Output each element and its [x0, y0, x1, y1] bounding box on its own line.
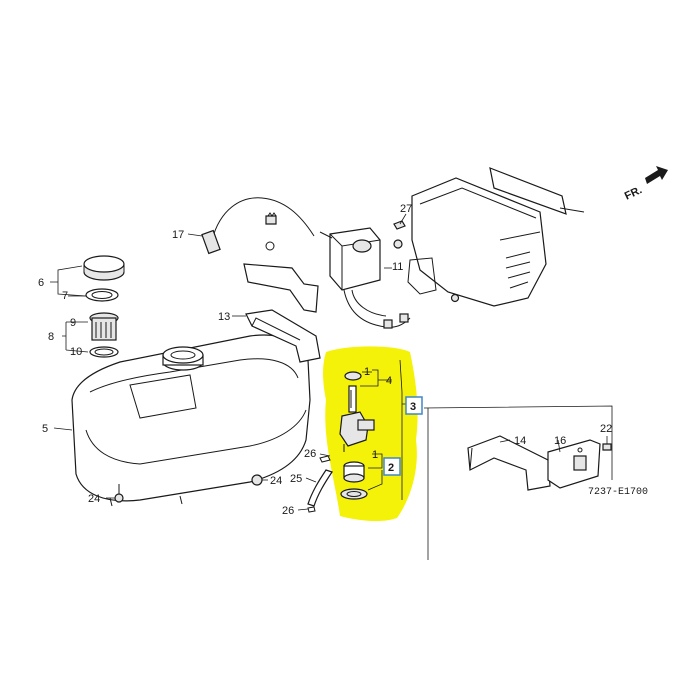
- label-8: 8: [48, 331, 54, 343]
- front-direction-arrow: [645, 166, 668, 184]
- label-1-top: 1: [364, 366, 370, 378]
- strainer-band: [89, 346, 119, 358]
- diagram-code: 7237-E1700: [588, 487, 648, 498]
- fan-cover: [407, 167, 585, 307]
- cap-gasket: [85, 288, 119, 302]
- callout-box-2: [383, 457, 401, 476]
- label-24-left: 24: [88, 493, 100, 505]
- label-13: 13: [218, 311, 230, 323]
- bracket-14: [467, 435, 551, 491]
- label-1-bottom: 1: [372, 449, 378, 461]
- ignition-coil: [319, 227, 411, 329]
- label-3: 3: [410, 401, 416, 413]
- fuel-tube: [307, 455, 333, 513]
- label-9: 9: [70, 317, 76, 329]
- label-27: 27: [400, 203, 412, 215]
- label-26-top: 26: [304, 448, 316, 460]
- direction-label: FR.: [623, 184, 644, 202]
- label-7: 7: [62, 290, 68, 302]
- leader-lines: [50, 213, 608, 511]
- label-24-right: 24: [270, 475, 282, 487]
- label-26-bottom: 26: [282, 505, 294, 517]
- label-6: 6: [38, 277, 44, 289]
- callout-box-3: [405, 396, 423, 415]
- bolt-27: [393, 220, 406, 249]
- tank-bracket: [245, 309, 321, 363]
- inset-divider: [423, 405, 613, 560]
- bracket-16: [547, 439, 601, 489]
- label-22: 22: [600, 423, 612, 435]
- fuel-valve-highlight: [323, 346, 418, 522]
- label-4: 4: [386, 375, 392, 387]
- bolt-misc: [450, 293, 460, 303]
- label-14: 14: [514, 435, 526, 447]
- coil-bracket: [243, 241, 319, 313]
- fuel-valve-assembly: [339, 371, 375, 500]
- ignition-wire: [201, 197, 315, 255]
- label-25: 25: [290, 473, 302, 485]
- label-17: 17: [172, 229, 184, 241]
- bolt-24-b: [251, 474, 263, 486]
- label-5: 5: [42, 423, 48, 435]
- bolt-22: [602, 443, 612, 451]
- label-16: 16: [554, 435, 566, 447]
- label-2: 2: [388, 462, 394, 474]
- fuel-cap: [83, 255, 125, 281]
- label-10: 10: [70, 346, 82, 358]
- label-11: 11: [392, 261, 403, 273]
- fuel-strainer: [89, 312, 119, 341]
- fuel-tank: [71, 334, 311, 507]
